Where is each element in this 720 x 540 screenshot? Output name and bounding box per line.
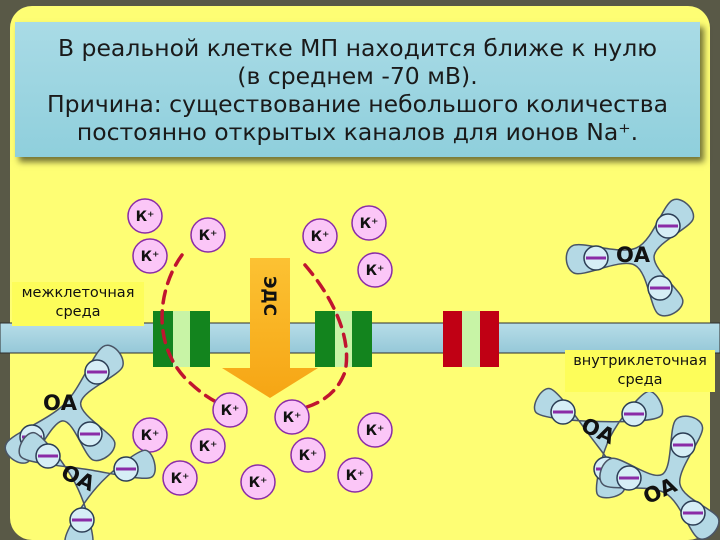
potassium-ion-circle	[132, 238, 168, 274]
potassium-ion-circle	[212, 392, 248, 428]
potassium-ion-circle	[357, 412, 393, 448]
potassium-ion: К⁺	[132, 417, 168, 453]
potassium-ion-label: К⁺	[346, 468, 365, 484]
potassium-ion-label: К⁺	[221, 403, 240, 419]
potassium-ion: К⁺	[127, 198, 163, 234]
ion-flow-path	[160, 253, 349, 414]
potassium-ion-label: К⁺	[199, 439, 218, 455]
potassium-ions: К⁺ К⁺ К⁺ К⁺ К⁺ К⁺ К⁺ К⁺ К⁺ К⁺ К⁺ К⁺ К⁺ К⁺ К⁺	[127, 198, 393, 500]
organic-anion: ОА	[18, 431, 156, 540]
channel-wall	[443, 311, 462, 367]
potassium-ion-label: К⁺	[366, 423, 385, 439]
potassium-ion-circle	[351, 205, 387, 241]
potassium-ion-label: К⁺	[360, 216, 379, 232]
potassium-ion-circle	[337, 457, 373, 493]
organic-anion: ОА	[565, 198, 695, 317]
potassium-ion: К⁺	[357, 252, 393, 288]
channel-pore	[462, 311, 480, 367]
potassium-ion-label: К⁺	[136, 209, 155, 225]
potassium-ion: К⁺	[212, 392, 248, 428]
organic-anion-label: ОА	[616, 243, 651, 267]
organic-anion: ОА	[599, 415, 720, 540]
potassium-ion-circle	[274, 399, 310, 435]
potassium-ion: К⁺	[302, 218, 338, 254]
channel-pore	[173, 311, 190, 367]
title-box: В реальной клетке МП находится ближе к н…	[15, 22, 700, 157]
potassium-ion-circle	[190, 428, 226, 464]
channel-wall	[480, 311, 499, 367]
channel-red	[443, 311, 499, 367]
title-line-4: постоянно открытых каналов для ионов Na⁺…	[76, 118, 639, 146]
potassium-ion-label: К⁺	[311, 229, 330, 245]
potassium-ion-circle	[357, 252, 393, 288]
potassium-ion: К⁺	[240, 464, 276, 500]
potassium-ion-label: К⁺	[171, 471, 190, 487]
potassium-ion: К⁺	[351, 205, 387, 241]
potassium-ion-label: К⁺	[366, 263, 385, 279]
potassium-ion-label: К⁺	[299, 448, 318, 464]
potassium-ion: К⁺	[274, 399, 310, 435]
potassium-ion: К⁺	[337, 457, 373, 493]
potassium-ion-label: К⁺	[249, 475, 268, 491]
potassium-ion-label: К⁺	[199, 228, 218, 244]
potassium-ion-label: К⁺	[141, 428, 160, 444]
organic-anion-label: ОА	[43, 391, 78, 415]
emf-label: ЭДС	[259, 276, 279, 316]
potassium-ion-circle	[290, 437, 326, 473]
title-line-3: Причина: существование небольшого количе…	[47, 90, 668, 118]
potassium-ion-circle	[190, 217, 226, 253]
channel-wall	[315, 311, 335, 367]
potassium-ion-circle	[240, 464, 276, 500]
potassium-ion-label: К⁺	[283, 410, 302, 426]
title-line-2: (в среднем -70 мВ).	[237, 62, 478, 90]
potassium-ion-label: К⁺	[141, 249, 160, 265]
channel-wall	[352, 311, 372, 367]
potassium-ion: К⁺	[290, 437, 326, 473]
potassium-ion: К⁺	[190, 428, 226, 464]
potassium-ion-circle	[162, 460, 198, 496]
potassium-ion: К⁺	[357, 412, 393, 448]
potassium-ion-circle	[127, 198, 163, 234]
potassium-ion-circle	[302, 218, 338, 254]
emf-arrow	[222, 258, 318, 398]
channel-wall	[190, 311, 210, 367]
potassium-ion: К⁺	[132, 238, 168, 274]
potassium-ion: К⁺	[162, 460, 198, 496]
intracellular-label: внутриклеточная среда	[565, 350, 715, 392]
title-line-1: В реальной клетке МП находится ближе к н…	[57, 34, 658, 62]
extracellular-label: межклеточная среда	[12, 282, 144, 326]
potassium-ion: К⁺	[190, 217, 226, 253]
